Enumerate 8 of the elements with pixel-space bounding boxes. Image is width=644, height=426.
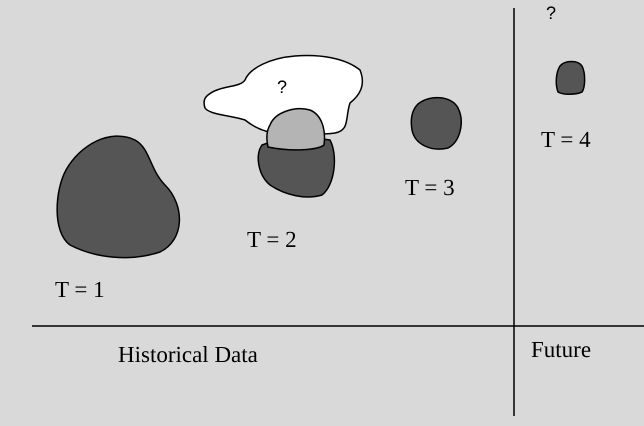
time-label: T = 4 bbox=[541, 128, 591, 151]
question-mark: ? bbox=[546, 4, 556, 22]
question-mark: ? bbox=[277, 78, 288, 96]
time-label: T = 1 bbox=[55, 278, 105, 301]
section-label: Historical Data bbox=[118, 343, 258, 366]
time-label: T = 2 bbox=[247, 228, 297, 251]
section-label: Future bbox=[531, 338, 592, 361]
time-label: T = 3 bbox=[405, 176, 455, 199]
